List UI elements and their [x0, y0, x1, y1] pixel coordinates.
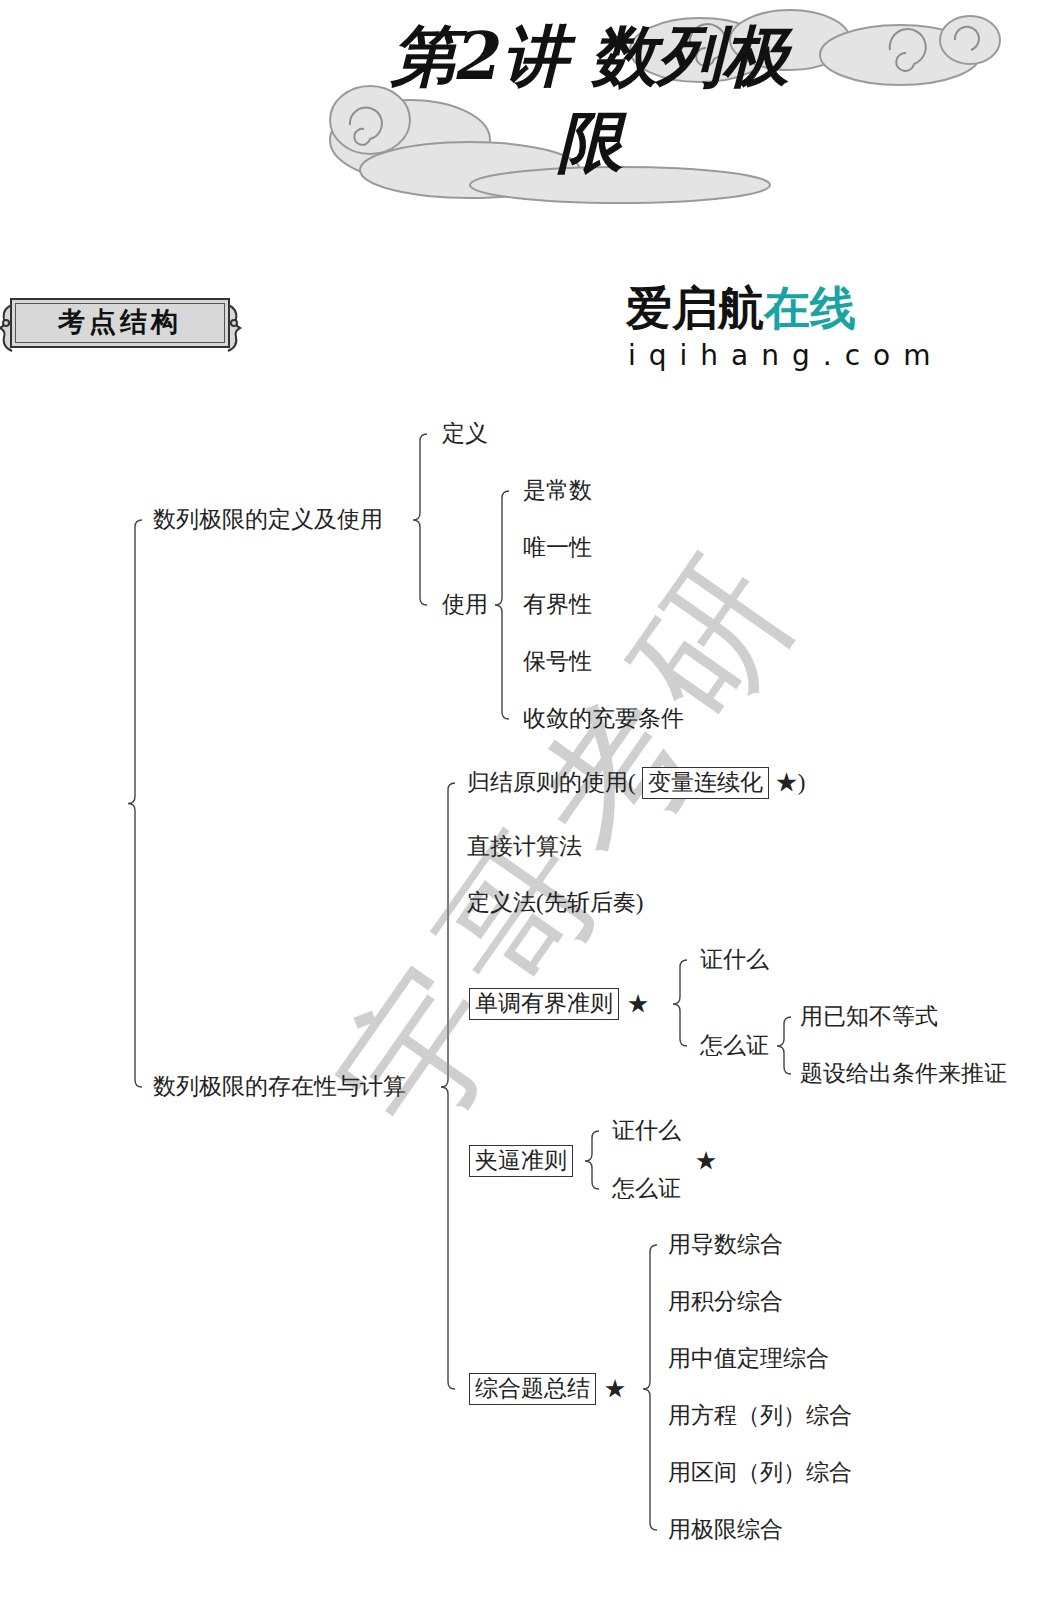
- topic-text: 数列极限的定义及使用: [153, 507, 383, 532]
- topic-text: 考点结构: [58, 306, 182, 340]
- topic-text: 用导数综合: [668, 1232, 783, 1257]
- topic-text: 夹逼准则: [475, 1148, 567, 1173]
- boxed-topic: 变量连续化: [642, 767, 769, 800]
- topic-text: 保号性: [523, 649, 592, 674]
- curly-brace: [585, 1131, 599, 1189]
- topic-item: 用积分综合: [668, 1288, 783, 1317]
- topic-item: 用区间（列）综合: [668, 1459, 852, 1488]
- title-clouds: [330, 10, 1000, 203]
- topic-text: 单调有界准则: [475, 991, 613, 1016]
- section-banner: 考点结构: [10, 298, 230, 348]
- topic-item: 有界性: [523, 591, 592, 620]
- topic-text: 怎么证: [700, 1033, 769, 1058]
- topic-text: 用方程（列）综合: [668, 1403, 852, 1428]
- topic-text: 变量连续化: [648, 770, 763, 795]
- topic-text: 使用: [442, 592, 488, 617]
- topic-item: 证什么: [700, 946, 769, 975]
- topic-item: 定义: [442, 420, 488, 449]
- topic-item: 用中值定理综合: [668, 1345, 829, 1374]
- topic-item: 唯一性: [523, 534, 592, 563]
- scroll-dot: [3, 320, 9, 326]
- topic-text: 归结原则的使用(: [467, 770, 636, 795]
- topic-text: 数列极限的存在性与计算: [153, 1074, 406, 1099]
- topic-text: 综合题总结: [475, 1376, 590, 1401]
- topic-item: 用已知不等式: [800, 1003, 938, 1032]
- star-mark: ★: [695, 1147, 717, 1175]
- boxed-topic: 单调有界准则: [469, 988, 619, 1021]
- topic-item: 怎么证: [612, 1175, 681, 1204]
- curly-brace: [673, 960, 687, 1046]
- topic-text: 用中值定理综合: [668, 1346, 829, 1371]
- topic-text: 用极限综合: [668, 1517, 783, 1542]
- topic-item: 使用: [442, 591, 488, 620]
- topic-text: 题设给出条件来推证: [800, 1061, 1007, 1086]
- star-mark: ★: [604, 1375, 626, 1403]
- topic-text: 用区间（列）综合: [668, 1460, 852, 1485]
- page-title: 第2讲 数列极限: [380, 14, 800, 186]
- star-mark: ★): [775, 769, 806, 798]
- topic-text: 收敛的充要条件: [523, 706, 684, 731]
- topic-item: 保号性: [523, 648, 592, 677]
- topic-text: 怎么证: [612, 1176, 681, 1201]
- logo-text: 爱启航: [626, 280, 764, 338]
- topic-text: 证什么: [612, 1118, 681, 1143]
- swirl: [890, 29, 926, 71]
- logo-text: 在线: [764, 280, 856, 338]
- topic-item: 用方程（列）综合: [668, 1402, 852, 1431]
- boxed-topic: 夹逼准则: [469, 1145, 573, 1178]
- topic-item: 数列极限的存在性与计算: [153, 1073, 406, 1102]
- topic-item: 用导数综合: [668, 1231, 783, 1260]
- topic-text: 是常数: [523, 478, 592, 503]
- star-mark: ★: [627, 990, 649, 1018]
- topic-text: 唯一性: [523, 535, 592, 560]
- topic-item: 用极限综合: [668, 1516, 783, 1545]
- curly-brace: [413, 434, 427, 605]
- topic-text: 定义: [442, 421, 488, 446]
- topic-item: 题设给出条件来推证: [800, 1060, 1007, 1089]
- topic-text: 证什么: [700, 947, 769, 972]
- topic-item: 收敛的充要条件: [523, 705, 684, 734]
- curly-brace: [128, 520, 142, 1087]
- topic-text: 用已知不等式: [800, 1004, 938, 1029]
- topic-text: 有界性: [523, 592, 592, 617]
- curly-brace: [777, 1017, 791, 1074]
- boxed-topic: 综合题总结: [469, 1373, 596, 1406]
- topic-item: 怎么证: [700, 1032, 769, 1061]
- topic-item: 归结原则的使用(: [467, 769, 636, 798]
- scroll-dot: [231, 320, 237, 326]
- cloud: [940, 16, 1000, 64]
- topic-item: 数列极限的定义及使用: [153, 506, 383, 535]
- topic-item: 证什么: [612, 1117, 681, 1146]
- curly-brace: [495, 491, 509, 719]
- topic-text: 直接计算法: [467, 834, 582, 859]
- cloud: [330, 86, 410, 154]
- topic-item: 定义法(先斩后奏): [467, 889, 643, 918]
- topic-text: 用积分综合: [668, 1289, 783, 1314]
- topic-item: 是常数: [523, 477, 592, 506]
- topic-text: 定义法(先斩后奏): [467, 890, 643, 915]
- topic-item: 直接计算法: [467, 833, 582, 862]
- swirl: [955, 27, 979, 50]
- logo-url: iqihang.com: [628, 338, 943, 373]
- swirl: [350, 108, 382, 145]
- curly-brace: [643, 1245, 657, 1530]
